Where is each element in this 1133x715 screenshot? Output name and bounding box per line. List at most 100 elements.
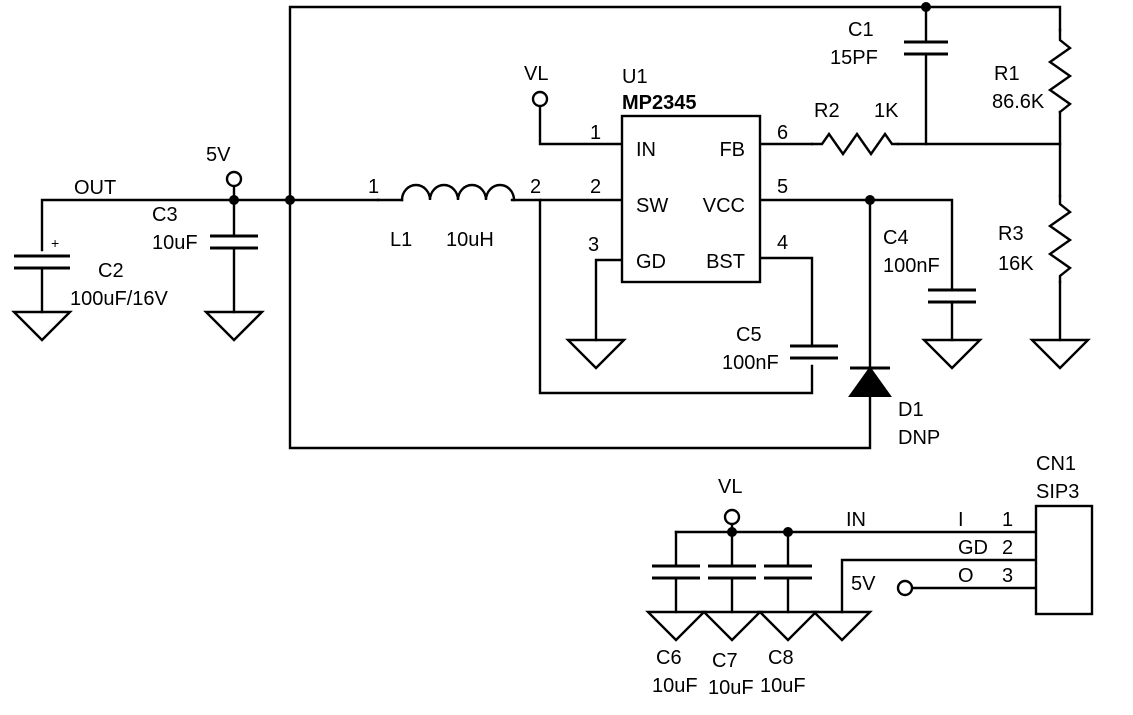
u1-pin5-name: VCC — [703, 195, 745, 217]
l1-pin2-num: 2 — [530, 176, 541, 198]
port-5v-bottom — [896, 579, 914, 597]
u1-pin5-num: 5 — [777, 176, 788, 198]
cn1-pin1-name: I — [958, 509, 964, 531]
c2-polarity: + — [51, 235, 59, 251]
u1-ref: U1 — [622, 66, 648, 88]
port-vl-top — [531, 90, 549, 108]
c2-capacitor: + C2 100uF/16V — [14, 235, 169, 310]
net-label-vl-top: VL — [524, 63, 548, 85]
grounds — [11, 310, 1091, 642]
d1-ref: D1 — [898, 399, 924, 421]
junction-c8 — [783, 527, 793, 537]
u1-pin6-name: FB — [719, 139, 745, 161]
r2-value: 1K — [874, 100, 899, 122]
c3-value: 10uF — [152, 232, 198, 254]
port-5v-top — [225, 170, 243, 188]
r3-resistor: R3 16K — [998, 194, 1073, 284]
wire-gd — [594, 258, 624, 342]
u1-pin2-name: SW — [636, 195, 668, 217]
c5-value: 100nF — [722, 352, 779, 374]
cn1-pin3-num: 3 — [1002, 565, 1013, 587]
c8-ref: C8 — [768, 647, 794, 669]
ports — [225, 90, 914, 597]
c1-value: 15PF — [830, 47, 878, 69]
d1-diode: D1 DNP — [848, 366, 940, 449]
l1-coil — [400, 183, 516, 202]
junction-out — [229, 195, 239, 205]
wire-vcc — [758, 198, 954, 292]
u1-pin3-num: 3 — [588, 234, 599, 256]
ground-symbol-gd — [811, 610, 873, 642]
junction-loop — [285, 195, 295, 205]
cn1-body — [1034, 504, 1094, 616]
ground-symbol-c4 — [921, 338, 983, 370]
d1-triangle — [848, 366, 892, 397]
u1-pin1-num: 1 — [590, 122, 601, 144]
cn1-part: SIP3 — [1036, 481, 1079, 503]
c1-ref: C1 — [848, 19, 874, 41]
cn1-connector: CN1 SIP3 I GD O 1 2 3 — [958, 453, 1094, 616]
junctions — [229, 2, 931, 537]
r1-value: 86.6K — [992, 91, 1045, 113]
wire-top-rail — [288, 5, 1062, 202]
net-label-in: IN — [846, 509, 866, 531]
ground-symbol-c3 — [203, 310, 265, 342]
wire-gd-bus — [840, 558, 1038, 614]
c5-ref: C5 — [736, 324, 762, 346]
u1-pin4-num: 4 — [777, 232, 788, 254]
junction-top-rail — [921, 2, 931, 12]
c3-ref: C3 — [152, 204, 178, 226]
c5-capacitor: C5 100nF — [722, 324, 838, 374]
c6-value: 10uF — [652, 675, 698, 697]
r2-zigzag — [810, 131, 900, 157]
wire-bottom-loop — [288, 198, 872, 450]
c1-capacitor: C1 15PF — [830, 19, 948, 69]
ground-symbol-c2 — [11, 310, 73, 342]
ground-symbol-c8 — [757, 610, 819, 642]
c6-capacitor: C6 10uF — [652, 564, 700, 697]
c7-value: 10uF — [708, 677, 754, 699]
wire-bst — [758, 256, 814, 348]
net-label-vl-bottom: VL — [718, 476, 742, 498]
net-label-5v-bottom: 5V — [851, 573, 876, 595]
c7-capacitor: C7 10uF — [708, 564, 756, 699]
c8-value: 10uF — [760, 675, 806, 697]
u1-pin4-name: BST — [706, 251, 745, 273]
c6-ref: C6 — [656, 647, 682, 669]
r1-ref: R1 — [994, 63, 1020, 85]
l1-ref: L1 — [390, 229, 412, 251]
c4-capacitor: C4 100nF — [883, 227, 976, 304]
u1-pin1-name: IN — [636, 139, 656, 161]
u1-body — [620, 114, 762, 284]
c4-ref: C4 — [883, 227, 909, 249]
r2-ref: R2 — [814, 100, 840, 122]
c4-value: 100nF — [883, 255, 940, 277]
u1-ic: U1 MP2345 IN SW GD FB VCC BST 1 2 3 6 5 … — [588, 66, 788, 284]
c8-capacitor: C8 10uF — [760, 564, 812, 697]
wire-out — [40, 198, 380, 252]
u1-pin6-num: 6 — [777, 122, 788, 144]
cn1-pin2-num: 2 — [1002, 537, 1013, 559]
r3-ref: R3 — [998, 223, 1024, 245]
u1-pin3-name: GD — [636, 251, 666, 273]
l1-inductor: 1 2 L1 10uH — [368, 176, 541, 251]
junction-vl — [727, 527, 737, 537]
wires — [40, 5, 1062, 614]
cn1-pin1-num: 1 — [1002, 509, 1013, 531]
wire-vl-in — [538, 104, 624, 146]
cn1-ref: CN1 — [1036, 453, 1076, 475]
c7-ref: C7 — [712, 650, 738, 672]
ground-symbol-u1 — [565, 338, 627, 370]
net-label-out: OUT — [74, 177, 116, 199]
r3-zigzag — [1047, 194, 1073, 284]
u1-pin2-num: 2 — [590, 176, 601, 198]
wire-sw-loop — [538, 198, 814, 395]
net-labels: OUT 5V VL VL IN 5V — [74, 63, 876, 595]
ground-symbol-c7 — [701, 610, 763, 642]
l1-pin1-num: 1 — [368, 176, 379, 198]
junction-vcc — [865, 195, 875, 205]
ground-symbol-c6 — [645, 610, 707, 642]
net-label-5v-top: 5V — [206, 144, 231, 166]
ground-symbol-r3 — [1029, 338, 1091, 370]
